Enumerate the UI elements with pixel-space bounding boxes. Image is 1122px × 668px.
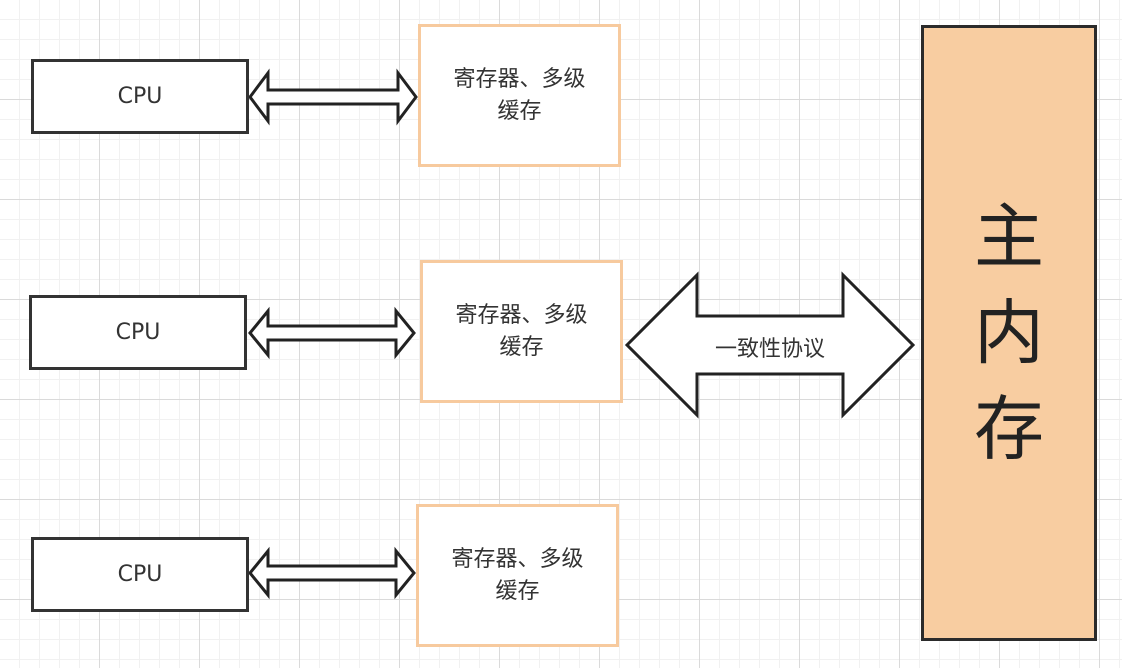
- cpu-cache-arrow-2: [248, 306, 416, 360]
- cache-box-2: 寄存器、多级 缓存: [420, 260, 623, 403]
- cpu-label: CPU: [117, 562, 163, 587]
- cpu-box-3: CPU: [31, 537, 249, 612]
- main-memory-box: 主 内 存: [921, 25, 1097, 641]
- cache-box-3: 寄存器、多级 缓存: [416, 504, 619, 647]
- main-memory-char-2: 内: [974, 292, 1044, 374]
- coherence-protocol-label: 一致性协议: [690, 327, 850, 367]
- cpu-label: CPU: [117, 84, 163, 109]
- cpu-cache-arrow-3: [248, 546, 416, 600]
- main-memory-char-1: 主: [974, 196, 1044, 278]
- cache-box-1: 寄存器、多级 缓存: [418, 24, 621, 167]
- cache-label: 寄存器、多级 缓存: [453, 66, 586, 124]
- cpu-cache-arrow-1: [248, 68, 418, 126]
- cache-label: 寄存器、多级 缓存: [451, 546, 584, 604]
- cpu-box-2: CPU: [29, 295, 247, 370]
- cpu-label: CPU: [115, 320, 161, 345]
- main-memory-char-3: 存: [974, 388, 1044, 470]
- cpu-box-1: CPU: [31, 59, 249, 134]
- cache-label: 寄存器、多级 缓存: [455, 302, 588, 360]
